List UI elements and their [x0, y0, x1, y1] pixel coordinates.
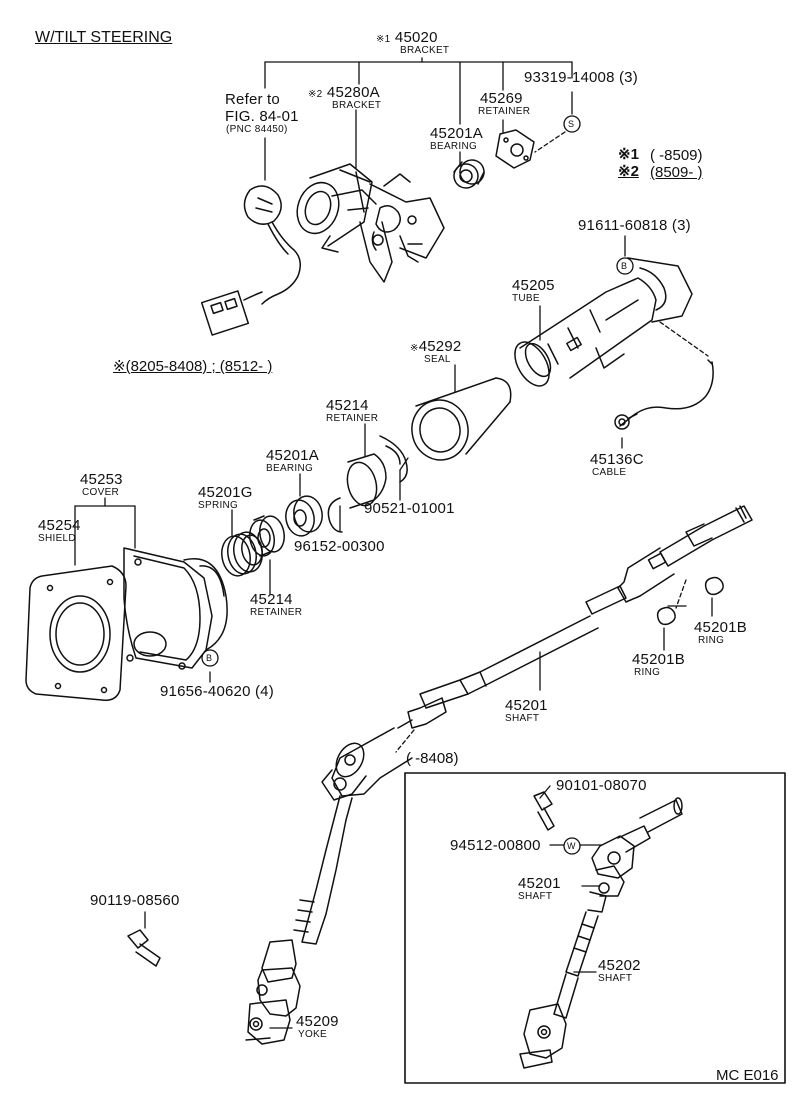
- partno-45254: 45254: [38, 517, 81, 534]
- name-45201B-b: RING: [634, 667, 661, 678]
- partno-45201B-b: 45201B: [632, 651, 685, 668]
- partno-90101: 90101-08070: [556, 777, 647, 794]
- name-45201: SHAFT: [505, 713, 540, 724]
- partno-45136C: 45136C: [590, 451, 644, 468]
- partno-45201: 45201: [505, 697, 548, 714]
- ref-line2: FIG. 84-01: [225, 108, 299, 125]
- universal-joint: [293, 727, 413, 945]
- inset-range-note: ( -8408): [406, 750, 459, 767]
- name-45201A-top: BEARING: [430, 141, 478, 152]
- name-45136C: CABLE: [592, 467, 627, 478]
- note2-mark: ※2: [618, 163, 639, 180]
- switch-bracket-group: [200, 163, 445, 336]
- note2-text: (8509- ): [650, 164, 703, 181]
- retainer-plate: [495, 129, 535, 169]
- ref-line1: Refer to: [225, 91, 280, 108]
- partno-91656: 91656-40620 (4): [160, 683, 274, 700]
- name-45201G: SPRING: [198, 500, 239, 511]
- name-45202: SHAFT: [598, 973, 633, 984]
- inset-assembly: [519, 791, 683, 1069]
- note1-mark: ※1: [618, 146, 639, 163]
- ground-cable: [614, 359, 714, 430]
- partno-45214-top: 45214: [326, 397, 369, 414]
- ring-b2: [656, 606, 676, 626]
- partno-45020: 45020: [394, 29, 438, 46]
- seal-range-note: ※(8205-8408) ; (8512- ): [113, 358, 273, 375]
- snap-ring: [327, 497, 343, 533]
- mark-45292: ※: [410, 343, 419, 354]
- partno-45253: 45253: [80, 471, 123, 488]
- ring-b1: [704, 576, 724, 596]
- name-45214-low: RETAINER: [250, 607, 303, 618]
- label-45020: ※1 45020: [376, 30, 438, 45]
- symbol-b-low: B: [206, 653, 213, 663]
- name-45201A-mid: BEARING: [266, 463, 314, 474]
- note1-text: ( -8509): [650, 147, 703, 164]
- partno-45269: 45269: [480, 90, 523, 107]
- seal-boot: [411, 377, 512, 461]
- partno-45201B-a: 45201B: [694, 619, 747, 636]
- symbol-s: S: [568, 119, 575, 129]
- bearing-mid: [285, 495, 323, 537]
- name-45214-top: RETAINER: [326, 413, 379, 424]
- partno-91611: 91611-60818 (3): [578, 217, 691, 234]
- partno-45209: 45209: [296, 1013, 339, 1030]
- column-cover: [123, 547, 228, 670]
- inset-box: [404, 772, 786, 1084]
- partno-45201G: 45201G: [198, 484, 253, 501]
- name-45253: COVER: [82, 487, 120, 498]
- partno-90521: 90521-01001: [364, 500, 455, 517]
- partno-45292: 45292: [418, 338, 462, 355]
- partno-45205: 45205: [512, 277, 555, 294]
- partno-45201-inset: 45201: [518, 875, 561, 892]
- name-45209: YOKE: [298, 1029, 327, 1040]
- figure-code: MC E016: [716, 1067, 779, 1084]
- mark-45280A: ※2: [308, 89, 323, 100]
- name-45254: SHIELD: [38, 533, 76, 544]
- partno-45201A-mid: 45201A: [266, 447, 319, 464]
- name-45201-inset: SHAFT: [518, 891, 553, 902]
- bolt-90119: [127, 929, 161, 967]
- name-45280A: BRACKET: [332, 100, 382, 111]
- section-title: W/TILT STEERING: [35, 29, 173, 46]
- main-shaft: [397, 505, 753, 729]
- partno-94512: 94512-00800: [450, 837, 541, 854]
- symbol-w: W: [567, 841, 576, 851]
- circle-symbols: [201, 115, 634, 855]
- partno-96152: 96152-00300: [294, 538, 385, 555]
- ref-line3: (PNC 84450): [226, 124, 288, 135]
- name-45292: SEAL: [424, 354, 451, 365]
- name-45020: BRACKET: [400, 45, 450, 56]
- bearing-top: [453, 159, 485, 189]
- partno-45280A: 45280A: [326, 84, 380, 101]
- partno-45214-low: 45214: [250, 591, 293, 608]
- coil-spring: [221, 531, 263, 577]
- label-45292: ※45292: [410, 339, 461, 354]
- symbol-b-top: B: [621, 261, 628, 271]
- label-45280A: ※2 45280A: [308, 85, 380, 100]
- partno-45201A-top: 45201A: [430, 125, 483, 142]
- name-45269: RETAINER: [478, 106, 531, 117]
- partno-93319: 93319-14008 (3): [524, 69, 638, 86]
- mark-45020: ※1: [376, 34, 391, 45]
- retainer-ring-top: [346, 435, 408, 509]
- shield-plate: [25, 565, 127, 702]
- partno-90119: 90119-08560: [90, 892, 180, 909]
- partno-45202: 45202: [598, 957, 641, 974]
- name-45205: TUBE: [512, 293, 540, 304]
- column-tube: [514, 257, 693, 387]
- yoke: [245, 939, 301, 1045]
- name-45201B-a: RING: [698, 635, 725, 646]
- leader-lines: [74, 57, 713, 1029]
